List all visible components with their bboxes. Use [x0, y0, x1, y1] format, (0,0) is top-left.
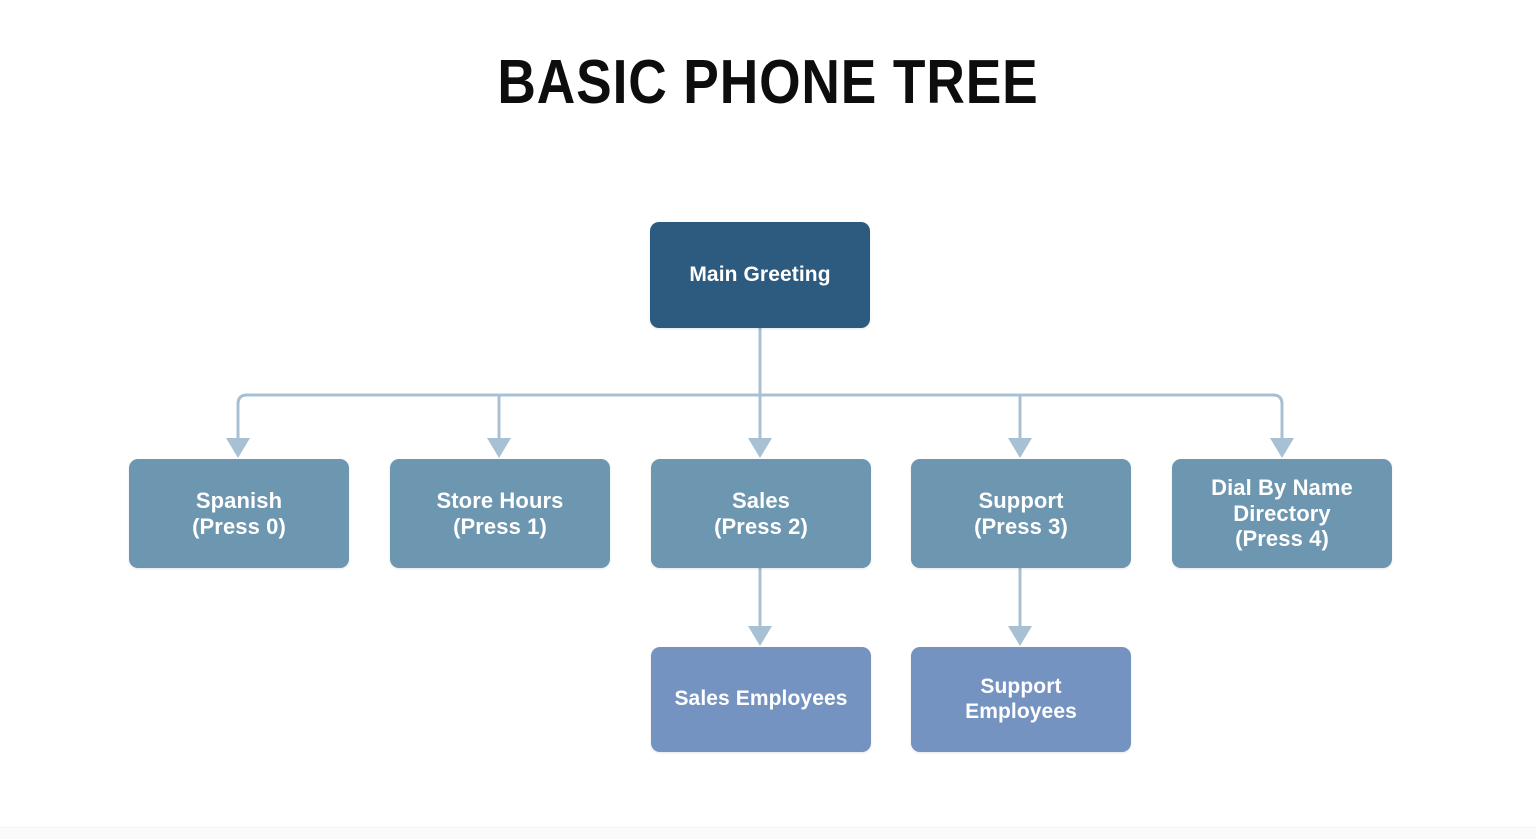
- node-support-label: Support (Press 3): [974, 487, 1068, 539]
- node-sales-employees-label: Sales Employees: [674, 687, 848, 711]
- node-dial-by-name-directory-label: Dial By Name Directory (Press 4): [1211, 474, 1353, 552]
- node-store-hours[interactable]: Store Hours (Press 1): [390, 459, 610, 568]
- node-support-employees-label: Support Employees: [965, 674, 1077, 723]
- node-sales-employees[interactable]: Sales Employees: [651, 647, 871, 752]
- page-title: BASIC PHONE TREE: [497, 48, 1039, 117]
- footer-band: [0, 827, 1536, 839]
- node-main-greeting-label: Main Greeting: [689, 262, 831, 286]
- arrowhead-support: [1008, 438, 1032, 458]
- arrowhead-sales: [748, 438, 772, 458]
- node-dial-by-name-directory[interactable]: Dial By Name Directory (Press 4): [1172, 459, 1392, 568]
- node-sales-label: Sales (Press 2): [714, 487, 808, 539]
- node-spanish[interactable]: Spanish (Press 0): [129, 459, 349, 568]
- node-store-hours-label: Store Hours (Press 1): [436, 487, 564, 539]
- arrowhead-dial-by-name: [1270, 438, 1294, 458]
- arrowhead-store-hours: [487, 438, 511, 458]
- node-spanish-label: Spanish (Press 0): [192, 487, 286, 539]
- arrowhead-spanish: [226, 438, 250, 458]
- node-support[interactable]: Support (Press 3): [911, 459, 1131, 568]
- node-main-greeting[interactable]: Main Greeting: [650, 222, 870, 328]
- arrowhead-sales-employees: [748, 626, 772, 646]
- edge-bus: [236, 393, 1284, 452]
- node-sales[interactable]: Sales (Press 2): [651, 459, 871, 568]
- arrowhead-support-employees: [1008, 626, 1032, 646]
- node-support-employees[interactable]: Support Employees: [911, 647, 1131, 752]
